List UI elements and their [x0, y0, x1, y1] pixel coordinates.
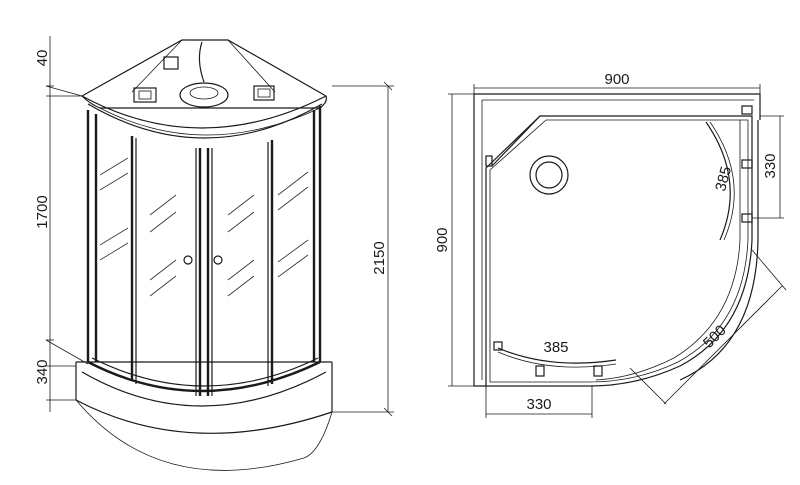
plan-view	[448, 84, 787, 418]
dim-door-arc-right: 385	[712, 165, 735, 194]
roof	[81, 39, 327, 139]
hinge-icon	[485, 105, 753, 377]
dim-door-arc-bottom: 385	[543, 339, 568, 356]
dim-side-panel-bottom: 330	[526, 396, 551, 413]
dim-plan-depth: 900	[434, 227, 451, 252]
right-door	[206, 140, 274, 396]
shower-tray	[75, 361, 333, 471]
dim-tray-height: 340	[34, 359, 51, 384]
front-view	[45, 36, 394, 471]
right-side-panel	[277, 106, 322, 362]
vent-icon	[133, 87, 157, 103]
dim-total-height: 2150	[371, 241, 388, 274]
dim-top-dome: 40	[34, 50, 51, 67]
shower-head-icon	[179, 82, 229, 108]
dim-plan-width: 900	[604, 71, 629, 88]
left-door-handle-icon	[183, 255, 193, 265]
right-door-handle-icon	[213, 255, 223, 265]
dim-cabin-height: 1700	[34, 195, 51, 228]
left-door	[149, 148, 202, 396]
light-icon	[253, 85, 275, 101]
dim-side-panel-right: 330	[762, 153, 779, 178]
left-side-panel	[86, 110, 137, 384]
drain-icon	[529, 155, 569, 195]
fan-icon	[163, 56, 179, 70]
